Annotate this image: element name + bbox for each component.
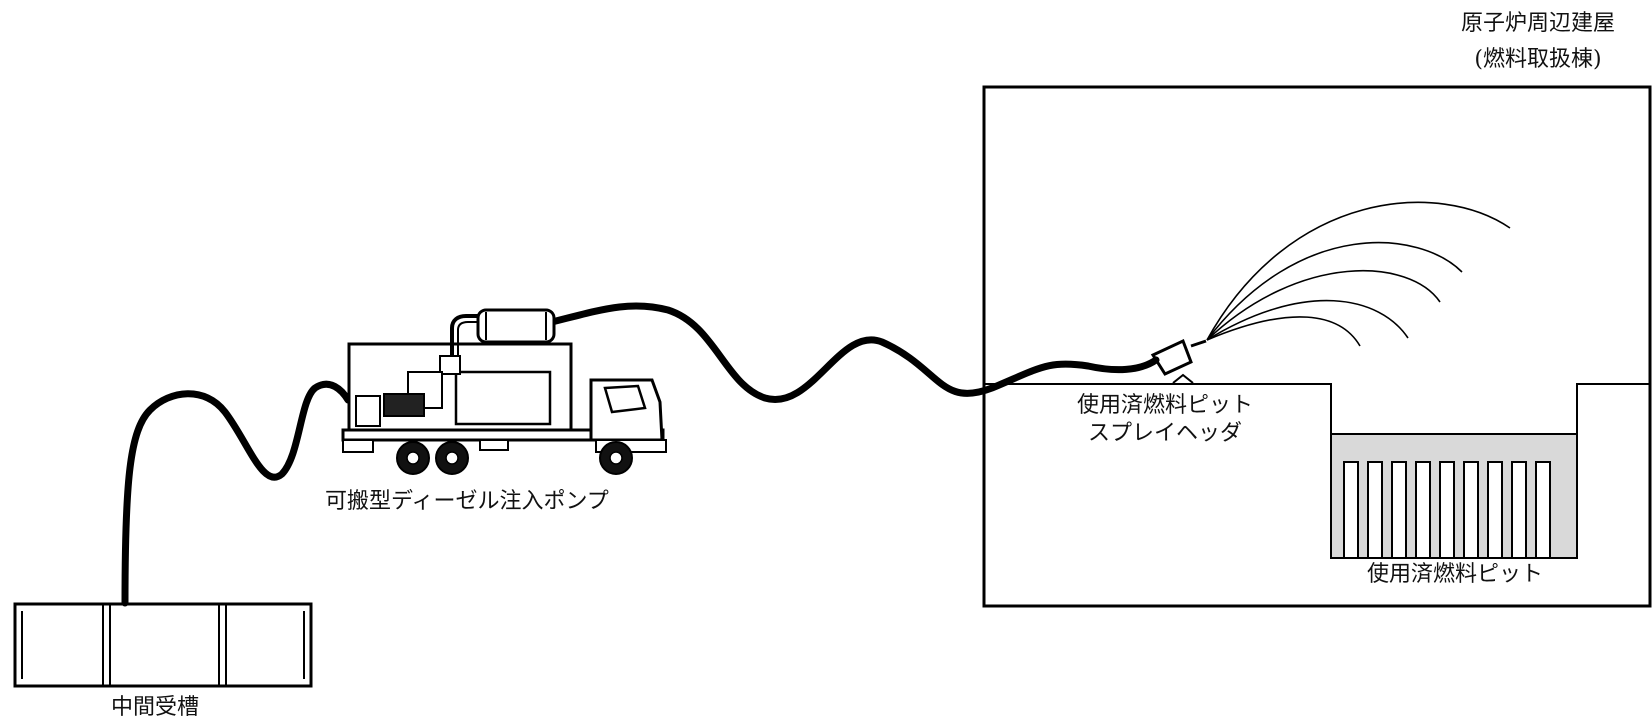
spray-jet bbox=[1206, 201, 1511, 341]
fuel-rack bbox=[1415, 461, 1431, 559]
motor bbox=[383, 393, 425, 417]
fuel-rack bbox=[1391, 461, 1407, 559]
building-label-line1: 原子炉周辺建屋 bbox=[1460, 11, 1615, 36]
spray-jet bbox=[1206, 299, 1409, 341]
spray-header-nozzle bbox=[1150, 338, 1207, 384]
hose-discharge bbox=[548, 302, 1160, 404]
intermediate-tank-label: 中間受槽 bbox=[110, 695, 199, 720]
intermediate-tank bbox=[13, 602, 313, 688]
building-label-line2: (燃料取扱棟) bbox=[1474, 47, 1602, 72]
wheels bbox=[396, 441, 633, 475]
fuel-rack bbox=[1535, 461, 1551, 559]
fuel-rack bbox=[1511, 461, 1527, 559]
spray-jet bbox=[1206, 316, 1361, 347]
spray-header-label-line1: 使用済燃料ピット bbox=[1076, 393, 1253, 418]
spray-jet bbox=[1206, 269, 1441, 341]
fuel-rack bbox=[1343, 461, 1359, 559]
hose-suction bbox=[121, 380, 352, 607]
pump-truck bbox=[341, 308, 667, 475]
spray-header-label-line2: スプレイヘッダ bbox=[1087, 421, 1242, 446]
spray-jets bbox=[1206, 201, 1511, 347]
pump-label: 可搬型ディーゼル注入ポンプ bbox=[325, 489, 609, 514]
fuel-rack bbox=[1487, 461, 1503, 559]
silencer bbox=[476, 308, 556, 344]
building-outline bbox=[982, 85, 1652, 608]
fuel-racks bbox=[1343, 461, 1551, 559]
cab-window bbox=[603, 384, 647, 414]
spray-jet bbox=[1206, 241, 1463, 341]
fuel-rack bbox=[1367, 461, 1383, 559]
fuel-rack bbox=[1463, 461, 1479, 559]
fuel-rack bbox=[1439, 461, 1455, 559]
spent-fuel-pit-label: 使用済燃料ピット bbox=[1366, 562, 1543, 587]
